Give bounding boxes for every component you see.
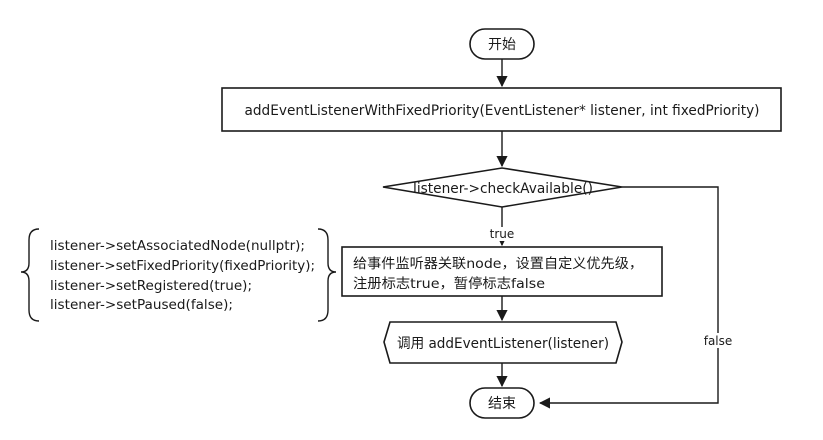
edge-label-true: true [490,227,515,241]
end-label: 结束 [488,396,516,412]
right-brace [317,228,337,322]
edge-label-false: false [704,334,733,348]
left-brace [20,228,40,322]
end-node [469,387,535,419]
true-label-bg [486,227,518,241]
call-label: addEventListenerWithFixedPriority(EventL… [245,103,760,119]
false-label-bg [702,333,736,348]
process-line-2: 注册标志true，暂停标志false [353,275,545,292]
process-line-1: 给事件监听器关联node，设置自定义优先级， [353,256,643,272]
annotation-line-1: listener->setAssociatedNode(nullptr); [50,239,305,254]
annotation-line-4: listener->setPaused(false); [50,298,233,313]
annotation-line-3: listener->setRegistered(true); [50,279,252,294]
call-node [221,87,782,132]
check-label: listener->checkAvailable() [413,181,593,197]
annotation-line-2: listener->setFixedPriority(fixedPriority… [50,259,315,274]
check-decision [382,167,623,208]
process-node [341,246,663,297]
invoke-label: 调用 addEventListener(listener) [397,336,609,352]
start-label: 开始 [488,37,516,53]
invoke-node [383,321,623,364]
start-node [469,28,535,60]
edge-check-false-to-end [538,186,719,409]
